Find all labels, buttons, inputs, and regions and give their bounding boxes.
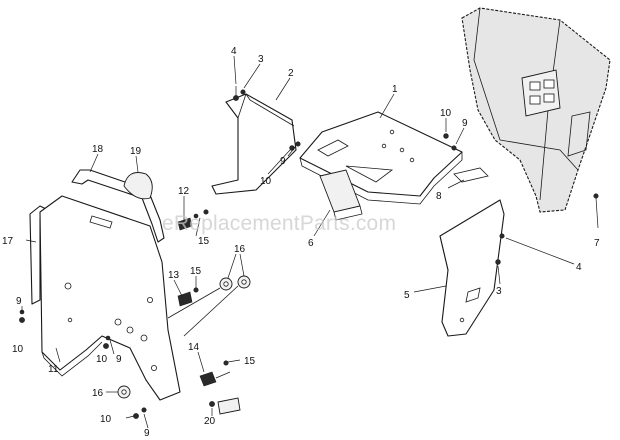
callout-5: 5 [404, 290, 410, 301]
washer-part-10-left-panel [19, 317, 25, 323]
dash-housing-part-7 [461, 7, 611, 213]
callout-9-panel: 9 [16, 296, 22, 307]
callout-10-bottom: 10 [100, 414, 112, 425]
callout-7: 7 [594, 238, 600, 249]
plug-part-20 [209, 397, 241, 415]
callout-10-left: 10 [260, 176, 272, 187]
callout-10-right: 10 [440, 108, 452, 119]
callout-15-middle: 15 [190, 266, 202, 277]
nut-part-3-upper [240, 89, 246, 95]
switch-part-14 [199, 371, 231, 387]
washer-part-10-left [289, 145, 295, 151]
support-bar-part-6 [319, 169, 363, 221]
callout-3-upper: 3 [258, 54, 264, 65]
screw-part-15-middle [193, 287, 199, 293]
washer-part-10-mid-panel [103, 343, 109, 349]
callout-16-upper: 16 [234, 244, 246, 255]
callout-9-bottom: 9 [144, 428, 150, 439]
small-bracket-part-8 [453, 167, 489, 183]
callout-17: 17 [2, 236, 14, 247]
callout-4-right: 4 [576, 262, 582, 273]
callout-13: 13 [168, 270, 180, 281]
left-bracket-part-2 [211, 93, 297, 195]
callout-12: 12 [178, 186, 190, 197]
callout-8: 8 [436, 191, 442, 202]
front-panel-part-11 [39, 195, 181, 401]
callout-16-lower: 16 [92, 388, 104, 399]
lamp-part-16-pair [167, 275, 251, 337]
leader-lines [21, 55, 575, 429]
callout-9-right: 9 [462, 118, 468, 129]
callout-10-mid: 10 [96, 354, 108, 365]
callout-15-lower: 15 [244, 356, 256, 367]
watermark-text: eReplacementParts.com [162, 212, 396, 235]
bolt-part-4-right [499, 233, 505, 239]
screw-part-15-lower [223, 359, 241, 366]
callout-14: 14 [188, 342, 200, 353]
callout-1: 1 [392, 84, 398, 95]
callout-10-panel: 10 [12, 344, 24, 355]
callout-20: 20 [204, 416, 216, 427]
callout-9-left: 9 [280, 156, 286, 167]
callout-6: 6 [308, 238, 314, 249]
lamp-part-16-lower [117, 385, 131, 399]
callout-15-upper: 15 [198, 236, 210, 247]
washer-part-10-right [443, 133, 449, 139]
right-bracket-part-5 [439, 199, 505, 337]
callout-4-upper: 4 [231, 46, 237, 57]
nut-part-9-left [295, 141, 301, 147]
callout-2: 2 [288, 68, 294, 79]
nut-part-9-bottom [141, 407, 147, 413]
clip-part-12 [177, 213, 199, 231]
callout-9-mid: 9 [116, 354, 122, 365]
screw-part-15-upper [203, 209, 209, 215]
bolt-part-7 [593, 193, 599, 229]
clip-part-13 [177, 291, 193, 307]
nut-part-9-right [451, 145, 457, 151]
nut-part-3-right [495, 259, 501, 265]
washer-part-10-bottom [133, 413, 139, 419]
nut-part-9-mid-panel [105, 335, 111, 341]
callout-18: 18 [92, 144, 104, 155]
hardware [19, 86, 599, 419]
callout-19: 19 [130, 146, 142, 157]
bolt-part-4-upper [233, 86, 239, 101]
callout-3-right: 3 [496, 286, 502, 297]
callout-11: 11 [48, 364, 59, 375]
disc-part-19 [123, 172, 153, 200]
callout-labels: 1 2 3 4 10 9 10 9 8 6 7 4 3 5 18 19 17 1… [2, 46, 600, 439]
